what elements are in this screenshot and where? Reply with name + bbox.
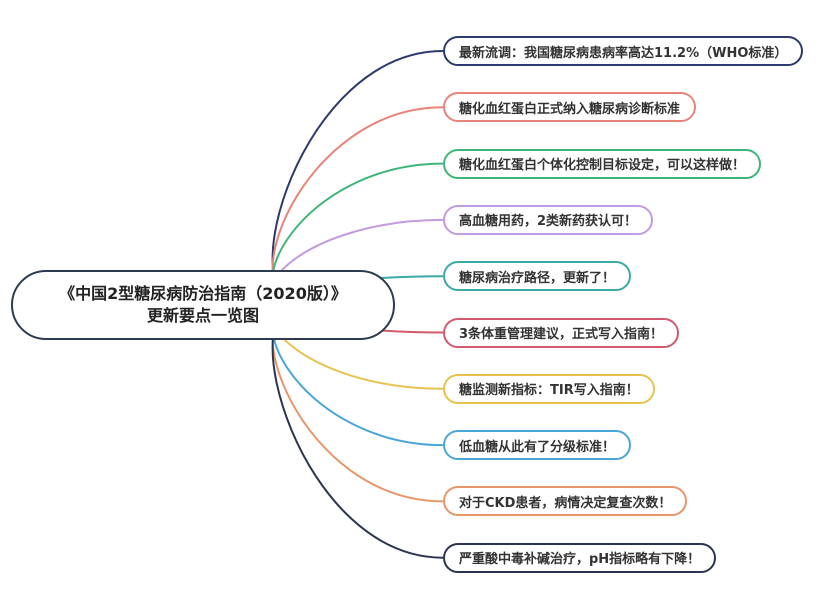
connector-10: [271, 302, 444, 559]
branch-node-4: 高血糖用药，2类新药获认可！: [443, 204, 654, 235]
branch-label: 糖化血红蛋白正式纳入糖尿病诊断标准: [459, 101, 681, 117]
branch-node-3: 糖化血红蛋白个体化控制目标设定，可以这样做！: [443, 148, 762, 179]
branch-label: 糖监测新指标：TIR写入指南！: [459, 383, 639, 399]
branch-label: 高血糖用药，2类新药获认可！: [459, 214, 638, 230]
branch-node-10: 严重酸中毒补碱治疗，pH指标略有下降！: [443, 542, 717, 573]
connector-1: [271, 50, 444, 304]
root-title-line2: 更新要点一览图: [146, 306, 259, 325]
branch-node-6: 3条体重管理建议，正式写入指南！: [443, 317, 680, 348]
branch-node-9: 对于CKD患者，病情决定复查次数！: [443, 486, 688, 517]
branch-label: 低血糖从此有了分级标准！: [459, 439, 616, 455]
branch-label: 最新流调：我国糖尿病患病率高达11.2%（WHO标准）: [459, 45, 788, 61]
branch-label: 对于CKD患者，病情决定复查次数！: [459, 495, 672, 511]
branch-label: 3条体重管理建议，正式写入指南！: [459, 327, 664, 342]
root-node: 《中国2型糖尿病防治指南（2020版）》 更新要点一览图: [11, 270, 395, 340]
root-title-line1: 《中国2型糖尿病防治指南（2020版）》: [59, 284, 347, 303]
branch-node-2: 糖化血红蛋白正式纳入糖尿病诊断标准: [443, 92, 697, 123]
branch-node-1: 最新流调：我国糖尿病患病率高达11.2%（WHO标准）: [443, 36, 804, 66]
branch-label: 糖化血红蛋白个体化控制目标设定，可以这样做！: [459, 158, 746, 174]
branch-node-5: 糖尿病治疗路径，更新了！: [443, 261, 632, 292]
branch-node-8: 低血糖从此有了分级标准！: [443, 430, 632, 461]
branch-label: 糖尿病治疗路径，更新了！: [459, 270, 616, 286]
branch-label: 严重酸中毒补碱治疗，pH指标略有下降！: [459, 552, 701, 568]
branch-node-7: 糖监测新指标：TIR写入指南！: [443, 373, 655, 404]
